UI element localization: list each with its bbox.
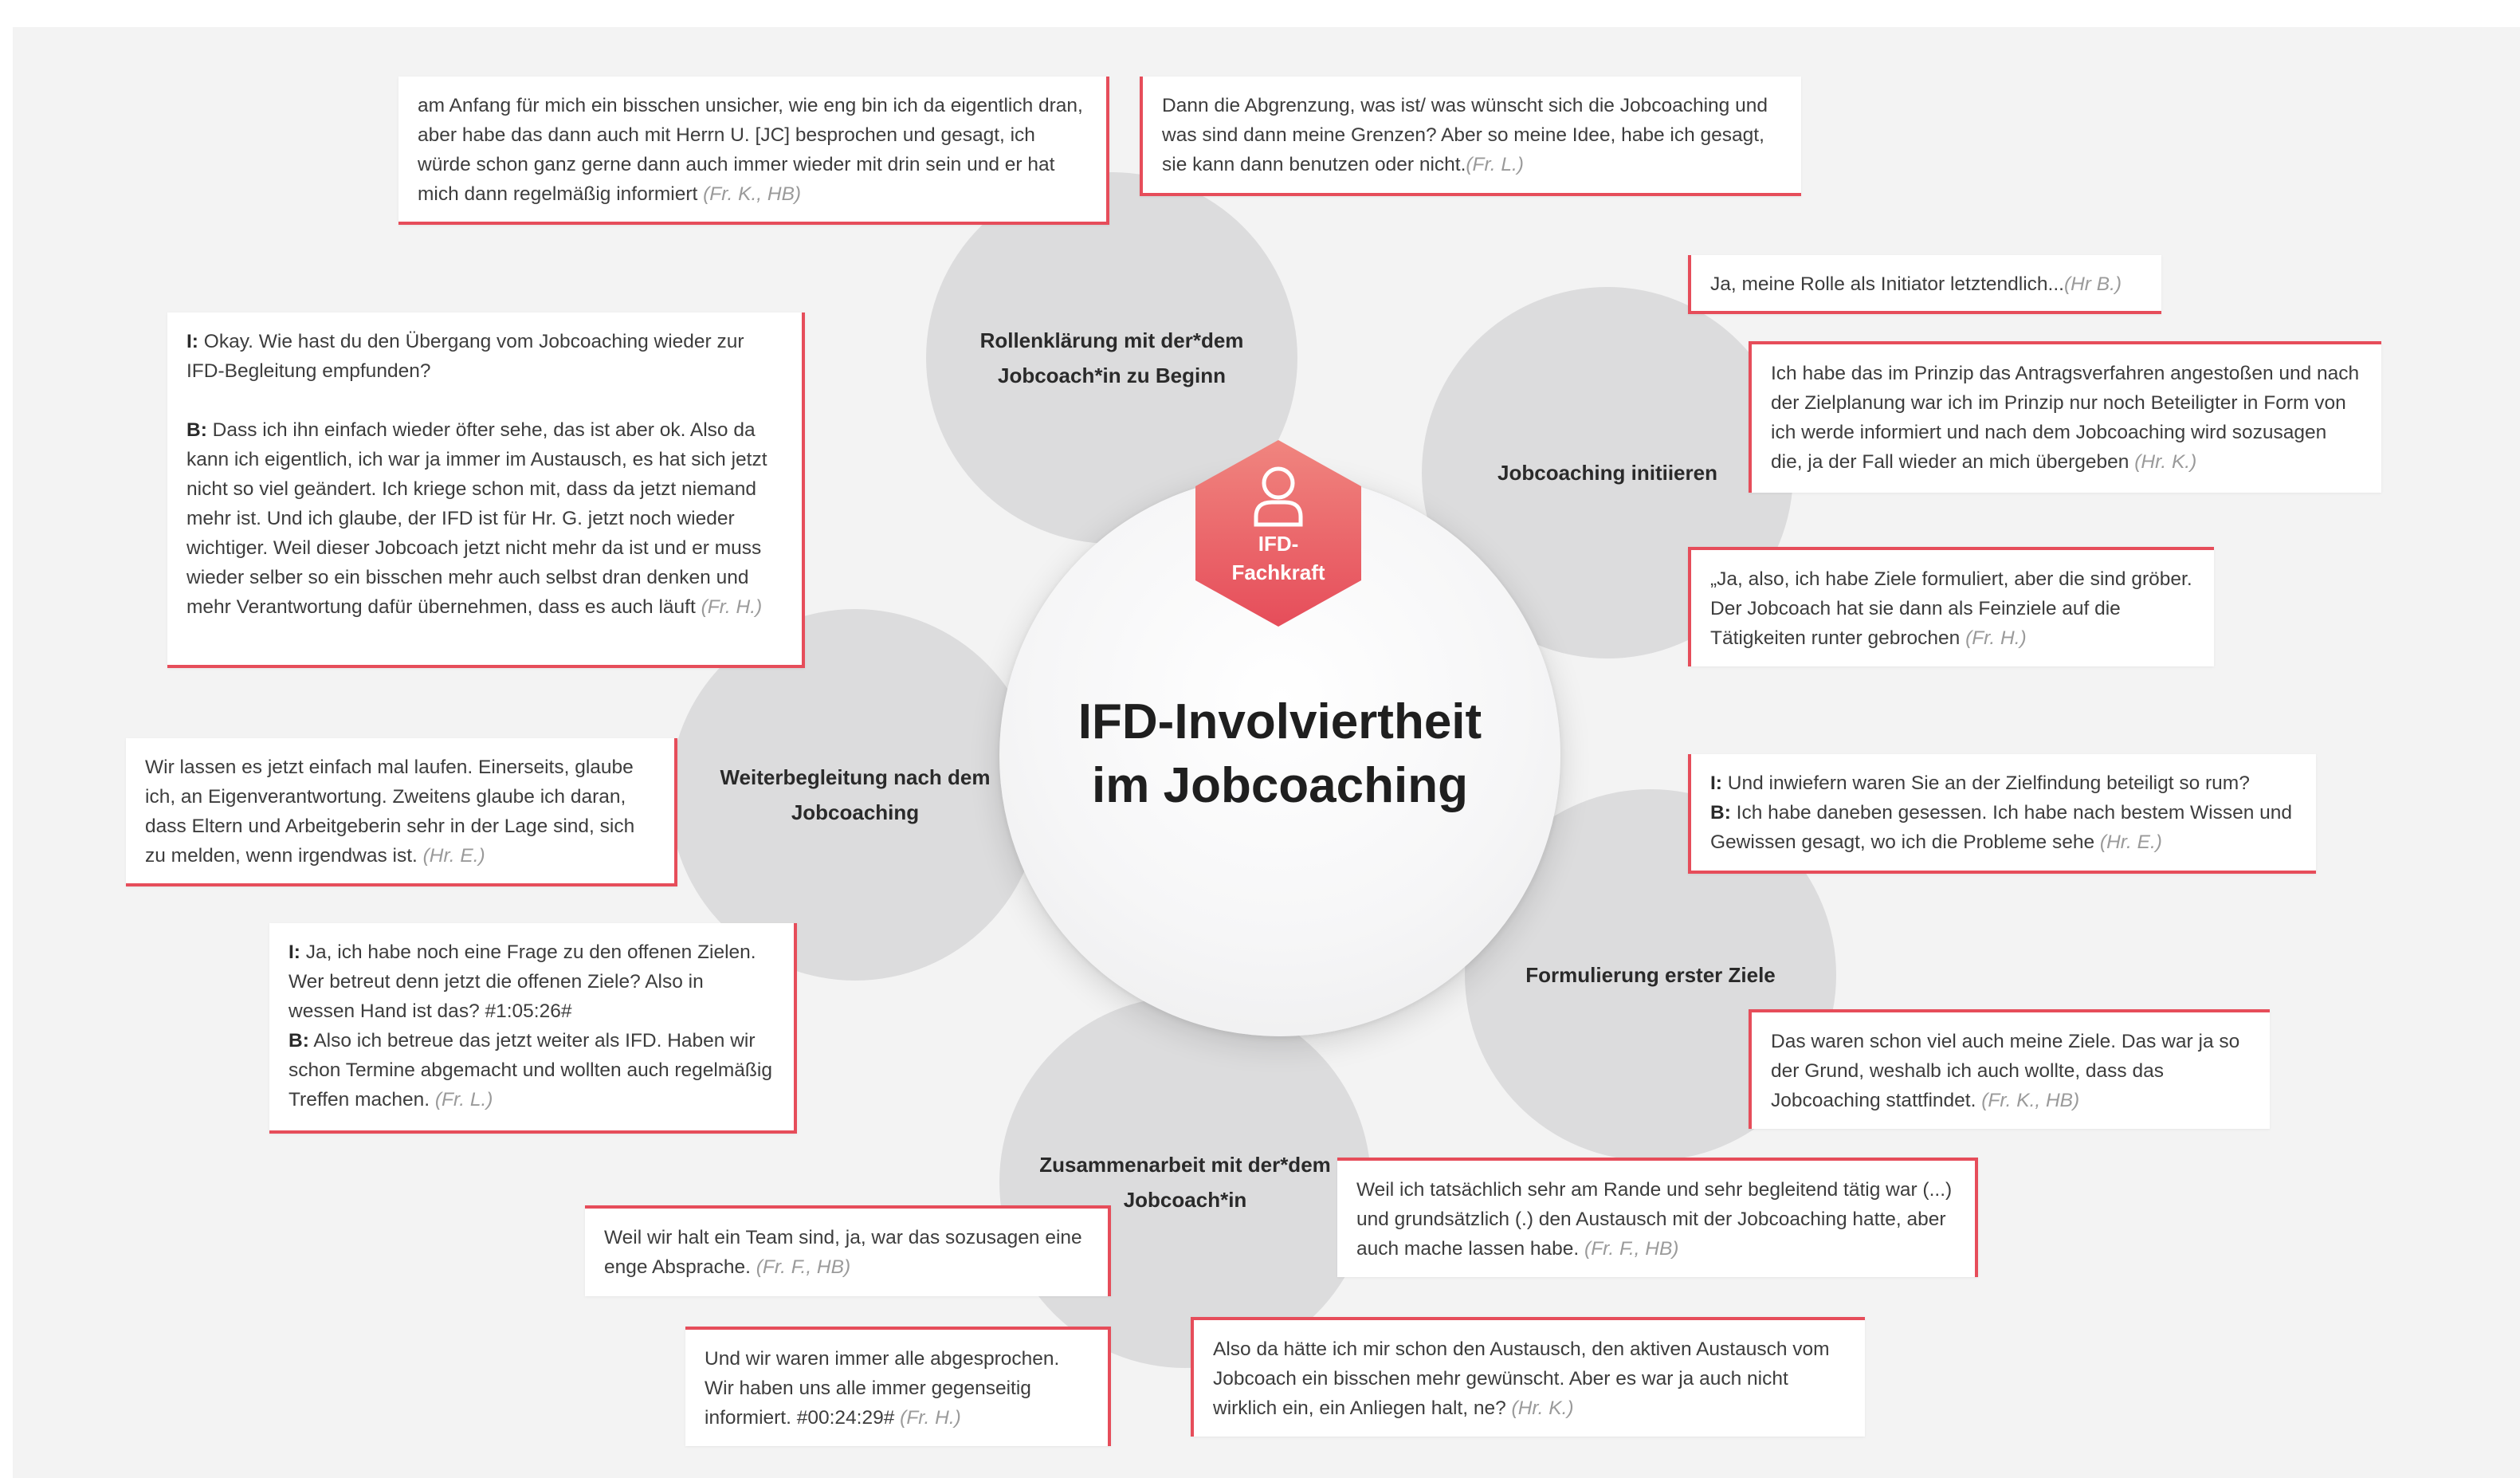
quote-source: (Fr. L.) bbox=[434, 1089, 493, 1110]
interviewer-label: I: bbox=[1710, 772, 1722, 794]
quote-box: Ja, meine Rolle als Initiator letztendli… bbox=[1688, 255, 2161, 314]
petal-zusammenarbeit-label: Zusammenarbeit mit der*dem Jobcoach*in bbox=[1039, 1153, 1331, 1212]
quote-text: Ja, ich habe noch eine Frage zu den offe… bbox=[289, 941, 756, 1022]
quote-text: Ich habe das im Prinzip das Antragsverfa… bbox=[1771, 363, 2360, 473]
quote-box: „Ja, also, ich habe Ziele formuliert, ab… bbox=[1688, 547, 2214, 666]
quote-text: Wir lassen es jetzt einfach mal laufen. … bbox=[145, 757, 635, 867]
quote-text: Das waren schon viel auch meine Ziele. D… bbox=[1771, 1031, 2240, 1111]
role-hexagon bbox=[1195, 440, 1361, 627]
quote-text: Weil ich tatsächlich sehr am Rande und s… bbox=[1356, 1179, 1953, 1260]
quote-source: (Hr. E.) bbox=[422, 845, 485, 867]
quote-box: Weil ich tatsächlich sehr am Rande und s… bbox=[1337, 1158, 1978, 1277]
quote-text: Dass ich ihn einfach wieder öfter sehe, … bbox=[186, 419, 767, 618]
quote-source: (Fr. F., HB) bbox=[756, 1256, 851, 1278]
quote-source: (Fr. K., HB) bbox=[703, 183, 802, 205]
petal-ziele-label: Formulierung erster Ziele bbox=[1525, 963, 1776, 987]
quote-source: (Hr. E.) bbox=[2099, 831, 2162, 853]
quote-source: (Fr. K., HB) bbox=[1981, 1090, 2080, 1111]
quote-source: (Fr. H.) bbox=[1965, 627, 2027, 649]
quote-text: am Anfang für mich ein bisschen unsicher… bbox=[418, 95, 1083, 205]
quote-box: Wir lassen es jetzt einfach mal laufen. … bbox=[126, 738, 677, 886]
quote-text: Und inwiefern waren Sie an der Zielfindu… bbox=[1727, 772, 2250, 794]
respondent-label: B: bbox=[1710, 802, 1731, 824]
quote-box: I: Und inwiefern waren Sie an der Zielfi… bbox=[1688, 754, 2316, 874]
quote-text: Also ich betreue das jetzt weiter als IF… bbox=[289, 1030, 772, 1110]
quote-source: (Fr. L.) bbox=[1466, 154, 1524, 175]
petal-weiterbegleitung: Weiterbegleitung nach dem Jobcoaching bbox=[669, 609, 1041, 981]
quote-text: Ich habe daneben gesessen. Ich habe nach… bbox=[1710, 802, 2293, 853]
role-label: IFD- Fachkraft bbox=[1231, 532, 1325, 584]
quote-box: Weil wir halt ein Team sind, ja, war das… bbox=[585, 1205, 1111, 1296]
quote-box: I: Okay. Wie hast du den Übergang vom Jo… bbox=[167, 313, 805, 668]
quote-box: I: Ja, ich habe noch eine Frage zu den o… bbox=[269, 923, 797, 1134]
quote-box: am Anfang für mich ein bisschen unsicher… bbox=[398, 77, 1109, 225]
quote-source: (Hr B.) bbox=[2063, 273, 2122, 295]
petal-weiterbegleitung-label: Weiterbegleitung nach dem Jobcoaching bbox=[720, 765, 991, 824]
petal-initiieren-label: Jobcoaching initiieren bbox=[1497, 461, 1717, 485]
quote-text: Und wir waren immer alle abgesprochen. W… bbox=[705, 1348, 1060, 1429]
quote-text: Weil wir halt ein Team sind, ja, war das… bbox=[604, 1227, 1082, 1278]
petal-rollenklaerung-label: Rollenklärung mit der*dem Jobcoach*in zu… bbox=[979, 328, 1244, 387]
respondent-label: B: bbox=[186, 419, 207, 441]
quote-text: „Ja, also, ich habe Ziele formuliert, ab… bbox=[1710, 568, 2192, 649]
quote-box: Das waren schon viel auch meine Ziele. D… bbox=[1749, 1009, 2270, 1129]
quote-box: Dann die Abgrenzung, was ist/ was wünsch… bbox=[1140, 77, 1801, 196]
quote-box: Also da hätte ich mir schon den Austausc… bbox=[1191, 1317, 1865, 1437]
diagram-title: IFD-Involviertheit im Jobcoaching bbox=[1077, 694, 1482, 813]
person-icon bbox=[1254, 466, 1303, 527]
quote-text: Also da hätte ich mir schon den Austausc… bbox=[1213, 1338, 1830, 1419]
petal-zusammenarbeit: Zusammenarbeit mit der*dem Jobcoach*in bbox=[999, 996, 1371, 1368]
quote-text: Okay. Wie hast du den Übergang vom Jobco… bbox=[186, 331, 744, 382]
interviewer-label: I: bbox=[186, 331, 198, 352]
quote-source: (Fr. H.) bbox=[900, 1407, 961, 1429]
quote-text: Ja, meine Rolle als Initiator letztendli… bbox=[1710, 273, 2064, 295]
quote-text: Dann die Abgrenzung, was ist/ was wünsch… bbox=[1162, 95, 1768, 175]
quote-box: Ich habe das im Prinzip das Antragsverfa… bbox=[1749, 341, 2381, 493]
interviewer-label: I: bbox=[289, 941, 300, 963]
quote-source: (Fr. H.) bbox=[701, 596, 763, 618]
quote-source: (Hr. K.) bbox=[1511, 1397, 1574, 1419]
quote-source: (Hr. K.) bbox=[2134, 451, 2197, 473]
quote-box: Und wir waren immer alle abgesprochen. W… bbox=[685, 1327, 1111, 1446]
respondent-label: B: bbox=[289, 1030, 309, 1052]
quote-source: (Fr. F., HB) bbox=[1584, 1238, 1679, 1260]
